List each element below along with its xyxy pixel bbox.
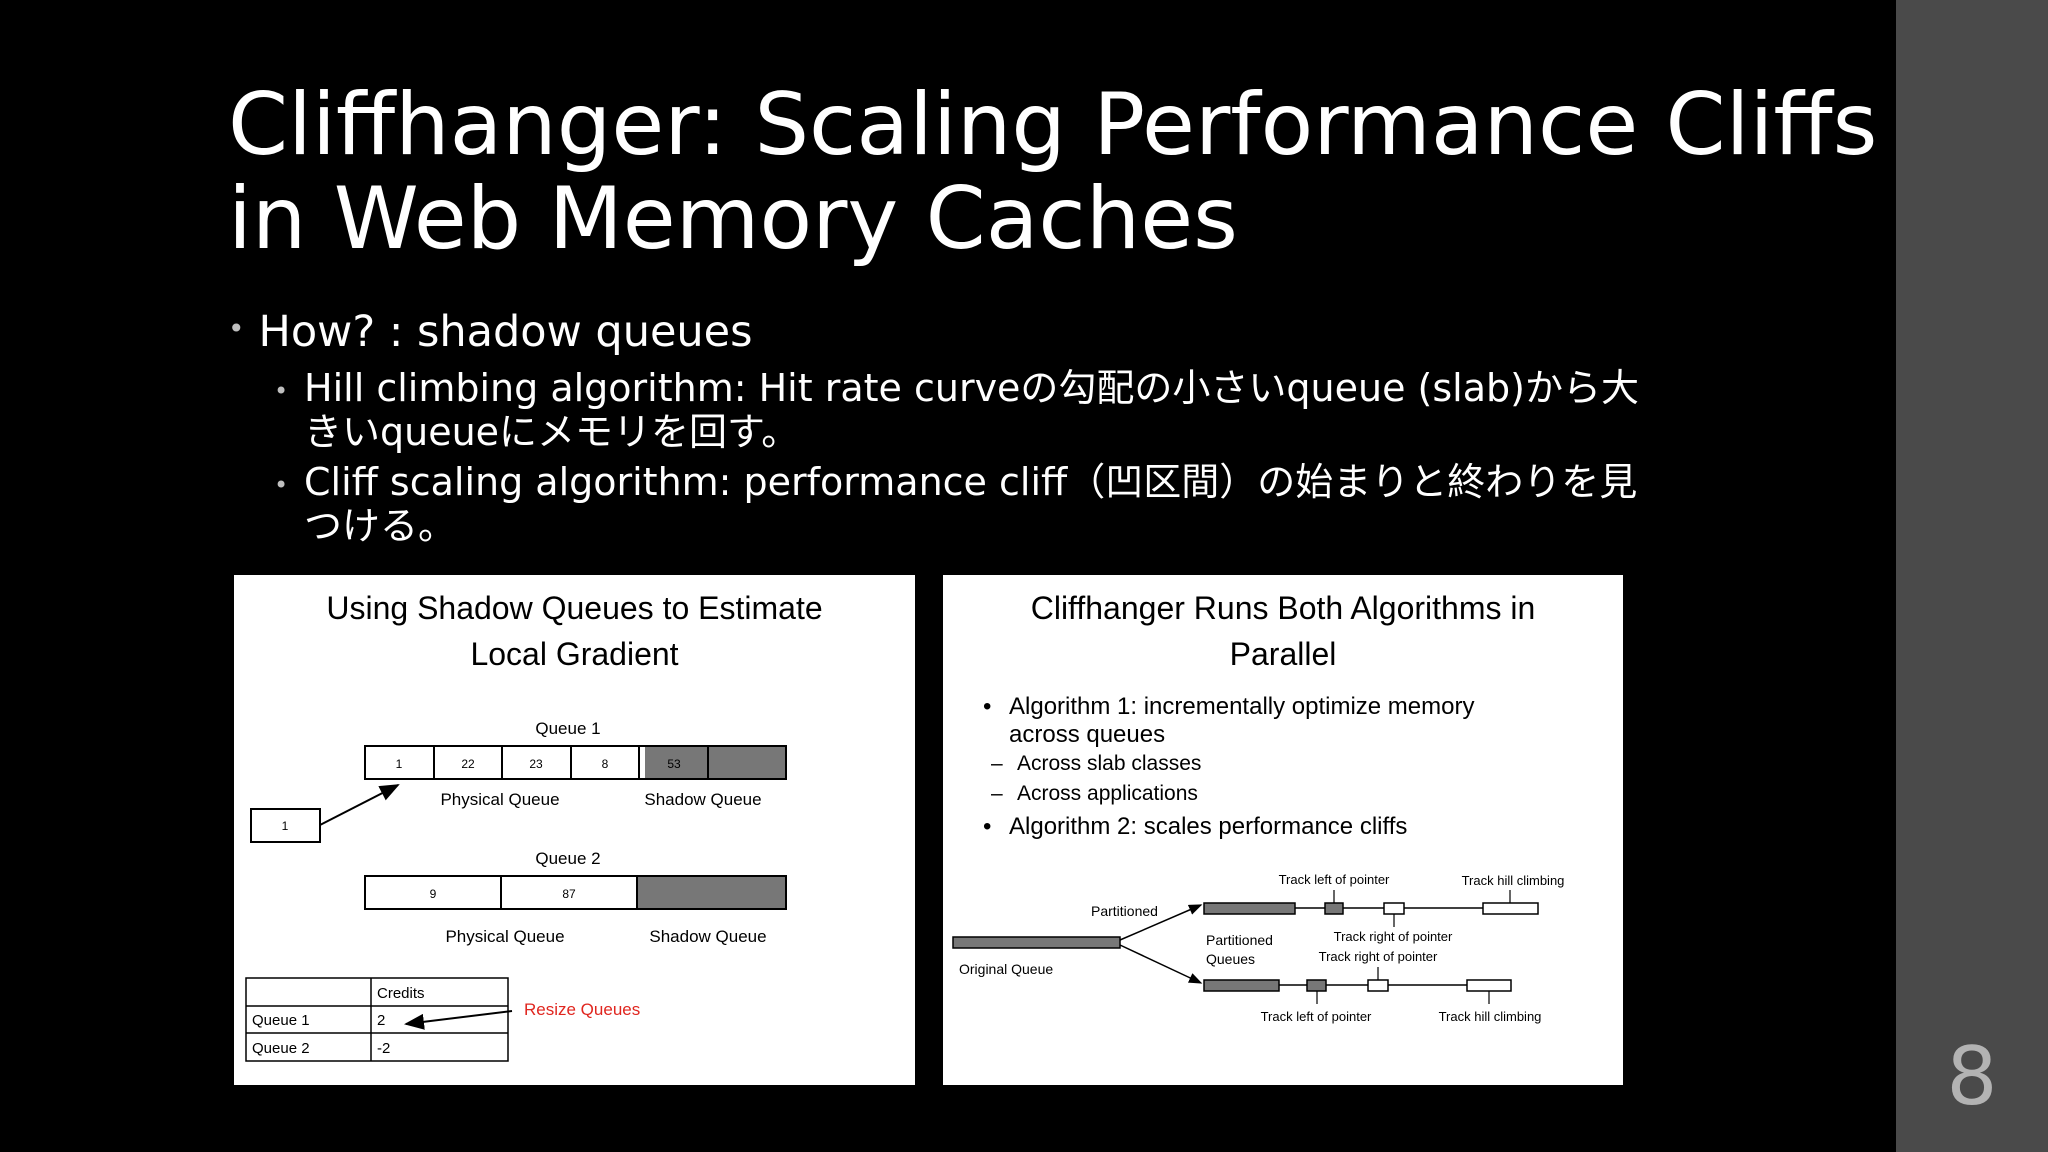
queue1-shadow-fill [645, 746, 786, 779]
right-figure-title-line1: Cliffhanger Runs Both Algorithms in [1030, 590, 1536, 626]
original-queue-label: Original Queue [959, 961, 1053, 977]
queue2-shadow-label: Shadow Queue [649, 927, 766, 946]
credits-table-cell: -2 [377, 1040, 390, 1057]
queue1-cell: 22 [461, 757, 475, 771]
sub-bullet-cliff-line1: Cliff scaling algorithm: performance cli… [304, 460, 1638, 504]
split-arrow-top [1119, 904, 1203, 941]
queue1-cell: 23 [529, 757, 543, 771]
partition-top [1203, 890, 1539, 927]
partitioned-label: Partitioned [1091, 903, 1158, 919]
left-figure-title-line2: Local Gradient [470, 636, 679, 672]
parallel-algorithms-figure: Cliffhanger Runs Both Algorithms in Para… [943, 575, 1623, 1085]
partitioned-queues-label: Queues [1206, 951, 1255, 967]
algorithm-1-sub-item: –Across slab classes [983, 749, 1474, 779]
list-dash: – [991, 752, 1003, 775]
track-hill-label-top: Track hill climbing [1462, 873, 1565, 888]
right-figure-title-line2: Parallel [1229, 636, 1337, 672]
algorithm-1-line2: across queues [1009, 721, 1166, 748]
cliff-scaling-diagram: Original Queue Partitioned Partitioned Q… [952, 872, 1565, 1024]
original-queue-bar [952, 936, 1121, 949]
resize-arrow [404, 1010, 513, 1030]
shadow-queue-diagram: Queue 1 1 22 23 8 53 1 Physical Queue Sh… [245, 719, 787, 1062]
sub-bullet-hill-line1: Hill climbing algorithm: Hit rate curveの… [304, 366, 1639, 410]
sub-bullet-dot: • [274, 471, 289, 499]
algorithm-2-line: Algorithm 2: scales performance cliffs [1009, 813, 1408, 840]
sub-bullet-hill-climbing: • Hill climbing algorithm: Hit rate curv… [274, 366, 1639, 454]
left-figure-title: Using Shadow Queues to Estimate Local Gr… [234, 585, 915, 677]
shadow-queue-figure: Using Shadow Queues to Estimate Local Gr… [234, 575, 915, 1085]
queue2-physical-label: Physical Queue [445, 927, 564, 946]
algorithm-list: • Algorithm 1: incrementally optimize me… [983, 693, 1474, 841]
slide-title-line2: in Web Memory Caches [228, 169, 1238, 269]
left-figure-title-line1: Using Shadow Queues to Estimate [326, 590, 823, 626]
queue1-label: Queue 1 [535, 719, 600, 738]
queue2-cell: 9 [430, 887, 437, 901]
track-left-label-top: Track left of pointer [1279, 872, 1390, 887]
queue1-cell: 8 [602, 757, 609, 771]
algorithm-1-item: • Algorithm 1: incrementally optimize me… [983, 693, 1474, 749]
track-left-label-bottom: Track left of pointer [1261, 1009, 1372, 1024]
list-bullet: • [983, 693, 992, 720]
queue1-shadow-label: Shadow Queue [644, 790, 761, 809]
algorithm-2-item: • Algorithm 2: scales performance cliffs [983, 813, 1474, 841]
incoming-item-value: 1 [282, 819, 289, 833]
track-right-label-1: Track right of pointer [1334, 929, 1453, 944]
track-right-label-2: Track right of pointer [1319, 949, 1438, 964]
list-bullet: • [983, 813, 992, 840]
queue2-label: Queue 2 [535, 849, 600, 868]
bullet-dot: • [228, 312, 245, 345]
resize-queues-label: Resize Queues [524, 1000, 640, 1019]
algorithm-1-sub-item: –Across applications [983, 779, 1474, 809]
bullet-how-text: How? : shadow queues [258, 307, 753, 357]
credits-table-cell: 2 [377, 1012, 385, 1029]
split-arrow-bottom [1119, 944, 1203, 984]
sub-bullet-cliff-line2: つける。 [304, 504, 457, 548]
algorithm-1-sub2: Across applications [1017, 782, 1198, 805]
slide-sidebar [1896, 0, 2048, 1152]
credits-table: Credits Queue 1 2 Queue 2 -2 [245, 977, 509, 1062]
algorithm-1-sub1: Across slab classes [1017, 752, 1202, 775]
queue1-cell: 1 [396, 757, 403, 771]
credits-table-cell: Queue 2 [252, 1040, 310, 1057]
queue1-cell: 53 [667, 757, 681, 771]
partition-bottom [1203, 967, 1512, 1004]
queue2-bar: 9 87 [364, 875, 787, 910]
credits-table-cell: Queue 1 [252, 1012, 310, 1029]
track-hill-label-bottom: Track hill climbing [1439, 1009, 1542, 1024]
insert-arrow [319, 784, 400, 826]
list-dash: – [991, 782, 1003, 805]
slide-title-line1: Cliffhanger: Scaling Performance Cliffs [228, 75, 1878, 175]
sub-bullet-dot: • [274, 377, 289, 405]
sub-bullet-hill-line2: きいqueueにメモリを回す。 [304, 410, 800, 454]
credits-table-header: Credits [377, 985, 425, 1002]
queue1-physical-label: Physical Queue [440, 790, 559, 809]
page-number: 8 [1946, 1030, 1998, 1123]
slide-title: Cliffhanger: Scaling Performance Cliffs … [228, 78, 1877, 266]
queue2-shadow-fill [637, 876, 786, 909]
queue1-bar: 1 22 23 8 53 [364, 745, 787, 780]
sub-bullet-cliff-scaling: • Cliff scaling algorithm: performance c… [274, 460, 1637, 548]
incoming-item-box [250, 808, 321, 843]
bullet-how: • How? : shadow queues [228, 307, 753, 357]
queue2-cell: 87 [562, 887, 576, 901]
right-figure-title: Cliffhanger Runs Both Algorithms in Para… [943, 585, 1623, 677]
partitioned-queues-label: Partitioned [1206, 932, 1273, 948]
algorithm-1-line1: Algorithm 1: incrementally optimize memo… [1009, 693, 1475, 720]
